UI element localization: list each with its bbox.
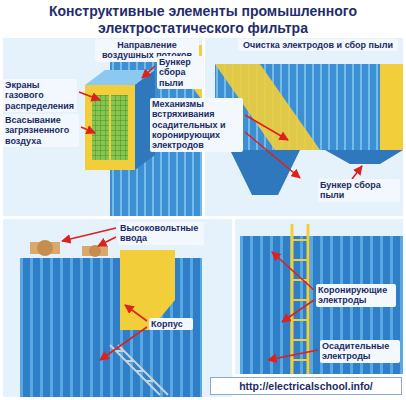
art-group-shape bbox=[292, 319, 308, 321]
housing-view-shape bbox=[37, 240, 53, 256]
part-label: Бункер сбора пыли bbox=[157, 56, 204, 89]
leader-arrows-shape bbox=[79, 92, 100, 100]
panel-grounds-shape bbox=[3, 219, 232, 397]
hopper-view-shape bbox=[380, 64, 403, 150]
leader-arrows-shape bbox=[98, 237, 116, 246]
part-label: Очистка электродов и сбор пыли bbox=[238, 39, 398, 51]
part-label: Высоковольтные ввода bbox=[118, 222, 204, 245]
art-group-shape bbox=[126, 360, 134, 362]
part-label: Механизмы встряхивания осадительных и ко… bbox=[150, 98, 243, 152]
panel-grounds bbox=[3, 38, 403, 397]
leader-arrows bbox=[62, 66, 362, 360]
art-group-shape bbox=[292, 299, 308, 301]
leader-arrows-shape bbox=[352, 166, 362, 179]
part-label: Бункер сбора пыли bbox=[318, 179, 400, 202]
panel-grounds-shape bbox=[235, 219, 403, 374]
art-group-shape bbox=[136, 370, 144, 372]
art-group-shape bbox=[110, 345, 160, 395]
art-group-shape bbox=[292, 239, 308, 241]
leader-arrows-shape bbox=[268, 350, 318, 360]
leader-arrows-shape bbox=[282, 300, 314, 322]
part-label: Осадительные электроды bbox=[320, 340, 400, 363]
art-group-shape bbox=[292, 339, 308, 341]
leader-arrows-shape bbox=[245, 115, 288, 140]
airflow-filter-view-shape bbox=[92, 95, 128, 160]
part-label: Коронирующие электроды bbox=[316, 284, 396, 307]
electrodes-view-shape bbox=[240, 236, 403, 374]
art-group-shape bbox=[292, 359, 308, 361]
leader-arrows-shape bbox=[125, 305, 147, 321]
leader-arrows-shape bbox=[142, 66, 155, 78]
title: Конструктивные элементы промышленного эл… bbox=[33, 3, 373, 37]
part-label: Корпус bbox=[149, 318, 193, 330]
airflow-filter-view-shape bbox=[109, 95, 111, 160]
hopper-view-shape bbox=[230, 150, 300, 195]
hopper-view-shape bbox=[215, 64, 403, 150]
leader-arrows-shape bbox=[100, 327, 147, 360]
art-group-shape bbox=[146, 380, 154, 382]
art-group-shape bbox=[292, 279, 308, 281]
art-group-shape bbox=[292, 259, 308, 261]
leader-arrows-shape bbox=[272, 252, 314, 290]
art-group-shape bbox=[118, 345, 168, 395]
electrodes-view bbox=[240, 224, 403, 374]
part-label: Экраны газового распределения bbox=[3, 79, 77, 112]
leader-arrows-shape bbox=[62, 228, 116, 241]
hopper-view bbox=[215, 64, 403, 195]
watermark: http://electricalschool.info/ bbox=[210, 377, 402, 395]
art-group-shape bbox=[116, 350, 124, 352]
hopper-view-shape bbox=[325, 150, 403, 164]
housing-view bbox=[20, 240, 202, 397]
leader-arrows-shape bbox=[245, 132, 300, 178]
housing-view-shape bbox=[89, 245, 101, 257]
housing-view-shape bbox=[82, 246, 108, 256]
part-label: Всасывание загрязненного воздуха bbox=[3, 114, 79, 147]
leader-arrows-shape bbox=[81, 127, 95, 133]
